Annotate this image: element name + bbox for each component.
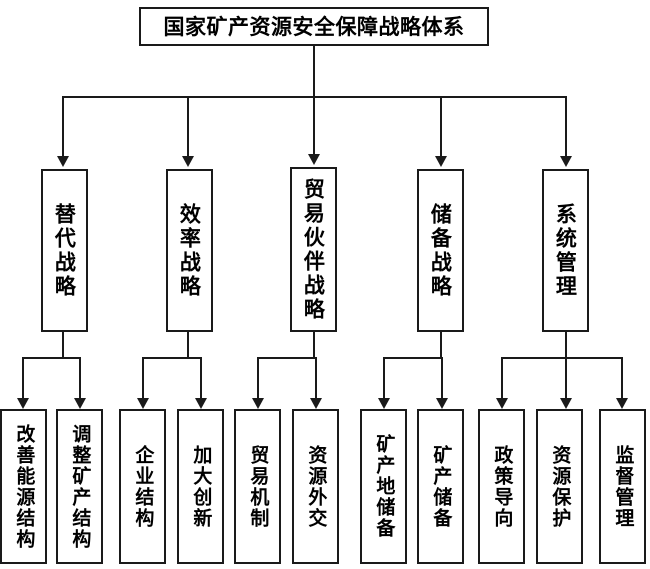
leaf-node-box-7: 矿产地储备: [360, 409, 407, 564]
leaf-node-box-11: 监督管理: [599, 409, 646, 564]
arrowhead-group4-child1: [378, 398, 390, 409]
leaf-node-label-3: 企业结构: [132, 444, 155, 529]
leaf-node-box-9: 政策导向: [478, 409, 525, 564]
level2-node-box-3: 贸易伙伴战略: [290, 167, 337, 332]
connector-group5-child3: [621, 357, 623, 398]
arrowhead-group5-child2: [560, 398, 572, 409]
leaf-node-box-4: 加大创新: [177, 409, 224, 564]
arrowhead-group3-child1: [252, 398, 264, 409]
connector-group4-child2: [441, 357, 443, 398]
leaf-node-label-10: 资源保护: [549, 444, 572, 529]
leaf-node-label-4: 加大创新: [190, 444, 213, 529]
connector-group1-child2: [79, 357, 81, 398]
connector-group5-bus: [501, 357, 622, 359]
arrowhead-group2-child1: [137, 398, 149, 409]
level2-node-label-5: 系统管理: [553, 202, 579, 299]
level2-node-label-1: 替代战略: [52, 202, 78, 299]
connector-to-lvl2-5: [565, 96, 567, 156]
leaf-node-label-1: 改善能源结构: [13, 423, 36, 550]
leaf-node-box-6: 资源外交: [292, 409, 339, 564]
connector-group3-child1: [257, 357, 259, 398]
connector-group3-child2: [315, 357, 317, 398]
level2-node-label-3: 贸易伙伴战略: [301, 177, 327, 322]
level2-node-label-4: 储备战略: [428, 202, 454, 299]
level2-node-box-2: 效率战略: [166, 169, 213, 332]
connector-group5-stem: [565, 332, 567, 357]
leaf-node-label-9: 政策导向: [491, 444, 514, 529]
connector-root-stem: [313, 46, 315, 96]
leaf-node-label-2: 调整矿产结构: [69, 423, 92, 550]
leaf-node-label-11: 监督管理: [612, 444, 635, 529]
arrowhead-group4-child2: [436, 398, 448, 409]
arrowhead-to-lvl2-2: [182, 156, 194, 167]
leaf-node-box-2: 调整矿产结构: [56, 409, 103, 564]
connector-group3-stem: [313, 332, 315, 357]
arrowhead-group1-child2: [74, 398, 86, 409]
root-node-label: 国家矿产资源安全保障战略体系: [163, 13, 465, 39]
connector-to-lvl2-2: [187, 96, 189, 156]
leaf-node-box-10: 资源保护: [536, 409, 583, 564]
arrowhead-to-lvl2-3: [308, 154, 320, 165]
connector-group2-bus: [142, 357, 200, 359]
connector-group2-child1: [142, 357, 144, 398]
leaf-node-label-8: 矿产储备: [430, 444, 453, 529]
leaf-node-box-1: 改善能源结构: [0, 409, 47, 564]
arrowhead-to-lvl2-5: [560, 156, 572, 167]
connector-group3-bus: [257, 357, 315, 359]
connector-group2-stem: [187, 332, 189, 357]
connector-group2-child2: [200, 357, 202, 398]
leaf-node-label-6: 资源外交: [305, 444, 328, 529]
level2-node-box-5: 系统管理: [542, 169, 589, 332]
connector-group1-child1: [22, 357, 24, 398]
connector-group5-child1: [501, 357, 503, 398]
connector-group4-child1: [383, 357, 385, 398]
leaf-node-label-5: 贸易机制: [247, 444, 270, 529]
connector-group1-bus: [22, 357, 79, 359]
arrowhead-group3-child2: [310, 398, 322, 409]
connector-group4-bus: [383, 357, 441, 359]
arrowhead-group5-child1: [496, 398, 508, 409]
connector-group1-stem: [62, 332, 64, 357]
arrowhead-group5-child3: [616, 398, 628, 409]
connector-to-lvl2-1: [62, 96, 64, 156]
arrowhead-group1-child1: [17, 398, 29, 409]
connector-to-lvl2-3: [313, 96, 315, 154]
level2-node-label-2: 效率战略: [177, 202, 203, 299]
level2-node-box-4: 储备战略: [417, 169, 464, 332]
leaf-node-label-7: 矿产地储备: [373, 434, 396, 539]
leaf-node-box-5: 贸易机制: [234, 409, 281, 564]
root-node-box: 国家矿产资源安全保障战略体系: [139, 7, 489, 46]
connector-group4-stem: [440, 332, 442, 357]
connector-to-lvl2-4: [440, 96, 442, 156]
arrowhead-to-lvl2-4: [435, 156, 447, 167]
leaf-node-box-8: 矿产储备: [417, 409, 464, 564]
arrowhead-to-lvl2-1: [57, 156, 69, 167]
connector-group5-child2: [565, 357, 567, 398]
arrowhead-group2-child2: [195, 398, 207, 409]
leaf-node-box-3: 企业结构: [119, 409, 166, 564]
level2-node-box-1: 替代战略: [41, 169, 88, 332]
